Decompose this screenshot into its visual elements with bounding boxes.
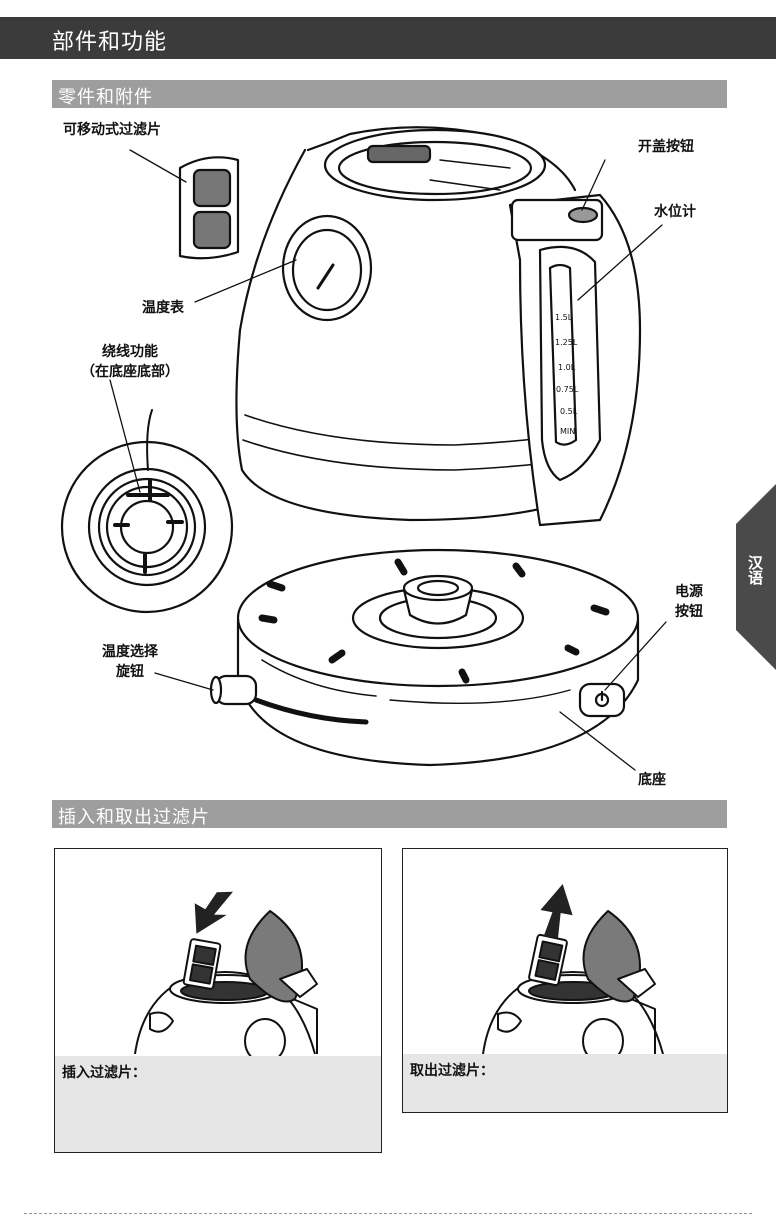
language-tab-label: 汉语 [742, 555, 766, 585]
label-cord-wrap-2: （在底座底部） [70, 362, 190, 382]
insert-filter-illustration [55, 849, 380, 1059]
remove-caption: 取出过滤片： [410, 1060, 494, 1080]
cord-wrap-illustration [62, 410, 232, 612]
section-header-filter: 插入和取出过滤片 [52, 800, 727, 828]
label-thermometer: 温度表 [142, 298, 184, 318]
label-temp-knob-1: 温度选择 [90, 642, 170, 662]
label-water-gauge: 水位计 [654, 202, 696, 222]
insert-caption-box: 插入过滤片： [55, 1056, 381, 1152]
label-temp-knob-2: 旋钮 [90, 662, 170, 682]
insert-caption: 插入过滤片： [62, 1062, 146, 1082]
filter-illustration [180, 157, 238, 258]
label-filter: 可移动式过滤片 [56, 120, 168, 140]
section-title-filter: 插入和取出过滤片 [58, 803, 210, 829]
gauge-mark: 1.5L [555, 313, 573, 322]
gauge-mark: MIN [560, 427, 575, 436]
gauge-mark: 0.75L [556, 385, 579, 394]
base-illustration [211, 550, 638, 765]
label-base: 底座 [638, 770, 666, 790]
kettle-illustration [236, 127, 640, 525]
page-bottom-rule [24, 1213, 752, 1214]
label-cord-wrap-1: 绕线功能 [70, 342, 190, 362]
label-power-1: 电源 [666, 582, 712, 602]
remove-caption-box: 取出过滤片： [403, 1054, 727, 1112]
label-lid-button: 开盖按钮 [638, 137, 694, 157]
gauge-mark: 1.0L [558, 363, 576, 372]
remove-filter-illustration [403, 849, 726, 1059]
gauge-mark: 1.25L [555, 338, 578, 347]
label-power-2: 按钮 [666, 602, 712, 622]
panel-remove-filter: 取出过滤片： [402, 848, 728, 1113]
panel-insert-filter: 插入过滤片： [54, 848, 382, 1153]
gauge-mark: 0.5L [560, 407, 578, 416]
